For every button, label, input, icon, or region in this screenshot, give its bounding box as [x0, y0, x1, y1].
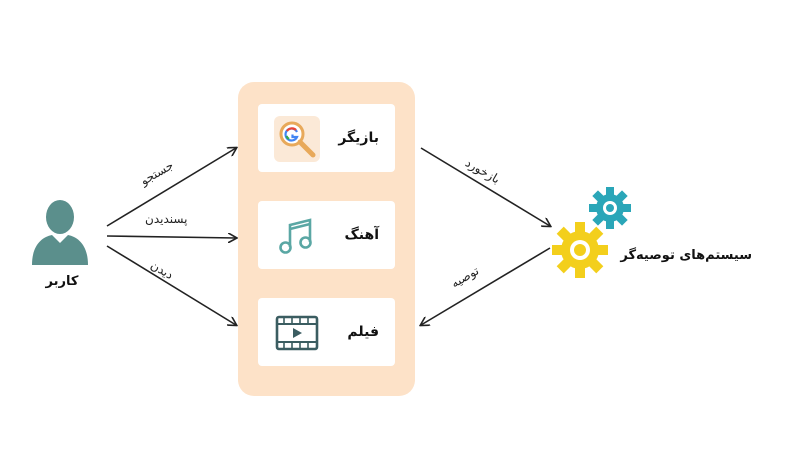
- channel-card-search-engine: بازیگر: [258, 104, 395, 172]
- gears-icon: [552, 187, 631, 278]
- arrow-feedback: [420, 147, 550, 226]
- channel-card-music: آهنگ: [258, 201, 395, 269]
- edge-label-like: پسندیدن: [145, 212, 188, 226]
- arrow-recommend: [421, 247, 551, 325]
- channel-label-music: آهنگ: [344, 227, 379, 243]
- music-note-icon: [279, 218, 312, 254]
- video-player-icon: [275, 315, 319, 351]
- google-search-icon: [274, 116, 320, 162]
- channel-card-movie: فیلم: [258, 298, 395, 366]
- arrow-watch: [106, 245, 236, 325]
- channel-label-search-engine: بازیگر: [338, 130, 379, 146]
- arrow-search: [106, 148, 236, 227]
- recommender-label: سیستم‌های توصیه‌گر: [620, 248, 752, 263]
- channel-label-movie: فیلم: [347, 324, 379, 340]
- user-silhouette-icon: [32, 200, 88, 265]
- user-label: کاربر: [45, 274, 79, 289]
- arrow-like: [106, 236, 236, 238]
